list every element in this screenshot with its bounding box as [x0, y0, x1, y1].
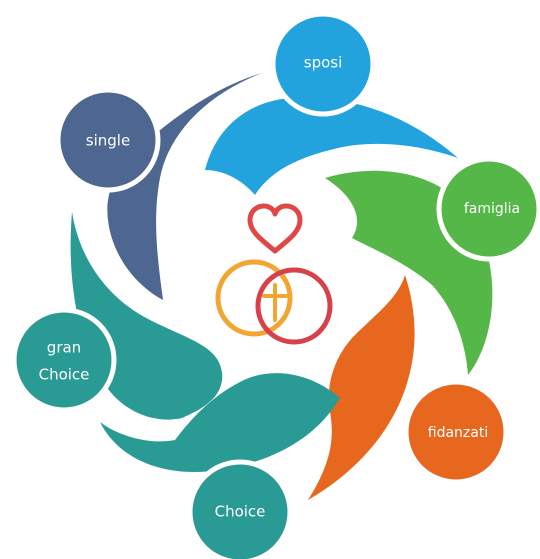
choice-swoosh [100, 373, 340, 472]
node-label-single: single [86, 132, 130, 150]
ring-left-icon [215, 259, 293, 337]
node-sposi: sposi [270, 11, 376, 117]
cross-icon [262, 283, 288, 322]
node-choice: Choice [187, 459, 293, 559]
node-fidanzati: fidanzati [403, 379, 509, 485]
fidanzati-swoosh [308, 275, 415, 500]
node-single: single [55, 87, 161, 193]
node-gran-choice: gran Choice [11, 307, 117, 413]
node-label-sposi: sposi [304, 54, 343, 72]
center-emblem [215, 203, 333, 345]
node-label-gran-choice: Choice [39, 366, 90, 384]
ring-right-icon [255, 267, 333, 345]
heart-icon [247, 203, 303, 254]
sposi-swoosh [205, 97, 458, 195]
node-famiglia: famiglia [436, 156, 540, 262]
node-label-fidanzati: fidanzati [428, 425, 488, 441]
single-swoosh [107, 73, 262, 300]
node-label-gran: gran [47, 339, 81, 357]
node-label-choice: Choice [215, 503, 266, 521]
node-label-famiglia: famiglia [464, 201, 520, 217]
